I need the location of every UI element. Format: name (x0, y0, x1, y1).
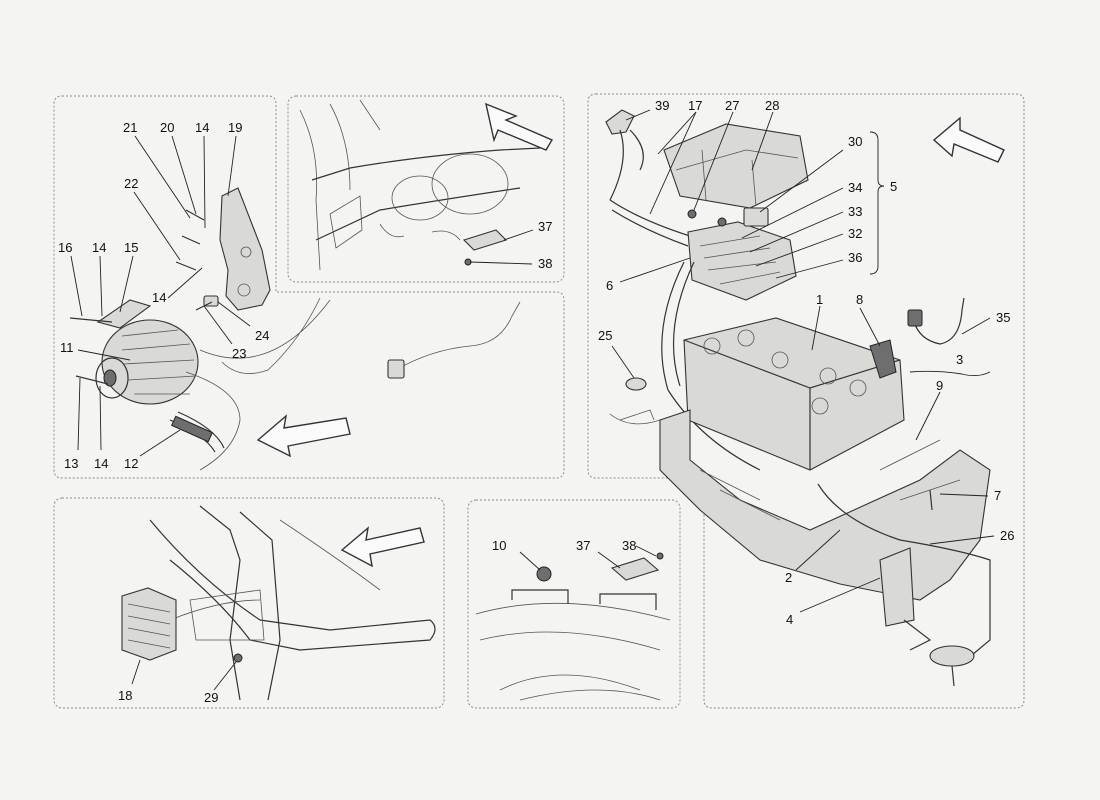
callout-38: 38 (538, 256, 552, 271)
panel-frames (53, 93, 1025, 709)
direction-arrow (932, 116, 1005, 163)
control-module-37 (610, 557, 660, 581)
callout-16: 16 (58, 240, 72, 255)
callout-11: 11 (60, 340, 74, 355)
callout-25: 25 (598, 328, 612, 343)
callout-32: 32 (848, 226, 862, 241)
panel-control-unit (53, 497, 445, 709)
callout-5: 5 (890, 179, 897, 194)
callout-12: 12 (124, 456, 138, 471)
control-module-37 (462, 229, 508, 251)
callout-29: 29 (204, 690, 218, 705)
callout-15: 15 (124, 240, 138, 255)
callout-2: 2 (785, 570, 792, 585)
panel-alternator (53, 95, 565, 479)
callout-14: 14 (94, 456, 108, 471)
callout-24: 24 (255, 328, 269, 343)
panel-sensors (467, 499, 681, 709)
callout-38: 38 (622, 538, 636, 553)
dashboard-view (299, 99, 554, 271)
sensor-view (475, 552, 671, 701)
callout-7: 7 (994, 488, 1001, 503)
callout-1: 1 (816, 292, 823, 307)
callout-27: 27 (725, 98, 739, 113)
callout-22: 22 (124, 176, 138, 191)
callout-14: 14 (152, 290, 166, 305)
callouts: 21 20 14 19 22 16 14 15 14 11 13 14 12 2… (58, 98, 1014, 705)
battery-assembly (605, 109, 1005, 687)
callout-4: 4 (786, 612, 793, 627)
callout-33: 33 (848, 204, 862, 219)
callout-13: 13 (64, 456, 78, 471)
callout-37: 37 (538, 219, 552, 234)
battery (683, 317, 905, 471)
callout-8: 8 (856, 292, 863, 307)
leader-lines (70, 109, 995, 691)
callout-18: 18 (118, 688, 132, 703)
fuse-box (687, 221, 797, 301)
callout-36: 36 (848, 250, 862, 265)
sensor-10 (536, 566, 552, 582)
callout-6: 6 (606, 278, 613, 293)
callout-14: 14 (195, 120, 209, 135)
control-unit-view (121, 505, 436, 701)
alternator-bracket (219, 187, 271, 311)
direction-arrow (256, 414, 351, 458)
electronic-control-unit (121, 587, 177, 661)
fuse-box-cover (663, 123, 809, 209)
alternator-assembly (69, 187, 521, 471)
callout-35: 35 (996, 310, 1010, 325)
callout-23: 23 (232, 346, 246, 361)
callout-37: 37 (576, 538, 590, 553)
callout-20: 20 (160, 120, 174, 135)
callout-9: 9 (936, 378, 943, 393)
callout-39: 39 (655, 98, 669, 113)
callout-26: 26 (1000, 528, 1014, 543)
callout-21: 21 (123, 120, 137, 135)
callout-17: 17 (688, 98, 702, 113)
panel-battery (587, 93, 1025, 709)
callout-34: 34 (848, 180, 862, 195)
direction-arrow (340, 526, 425, 568)
callout-14: 14 (92, 240, 106, 255)
callout-30: 30 (848, 134, 862, 149)
callout-28: 28 (765, 98, 779, 113)
alternator (95, 319, 199, 405)
callout-3: 3 (956, 352, 963, 367)
panel-dashboard-top (287, 95, 565, 283)
callout-10: 10 (492, 538, 506, 553)
direction-arrow (485, 102, 554, 151)
callout-19: 19 (228, 120, 242, 135)
